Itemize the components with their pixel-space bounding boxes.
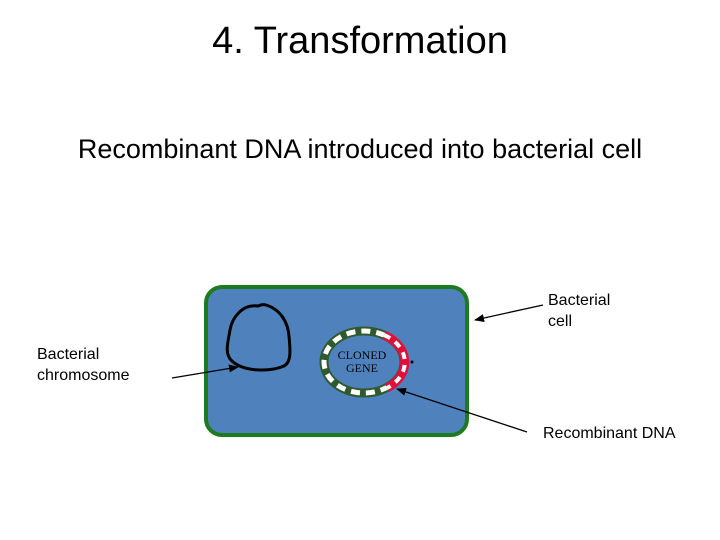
arrow-to-bacterial-cell [474, 304, 544, 322]
bacterial-chromosome [225, 303, 292, 372]
bacterial-chromosome-label-line1: Bacterial [37, 346, 100, 363]
bacterial-chromosome-label: Bacterial chromosome [37, 344, 129, 386]
recombinant-dna-label: Recombinant DNA [543, 425, 676, 442]
cloned-gene-label-line1: CLONED [338, 348, 387, 362]
slide-subtitle: Recombinant DNA introduced into bacteria… [77, 134, 643, 164]
bacterial-cell-label-line2: cell [548, 313, 573, 330]
bacterial-cell-label-line1: Bacterial [548, 292, 611, 309]
recombinant-dna-plasmid [319, 326, 414, 398]
bacterial-chromosome-label-line2: chromosome [37, 367, 130, 384]
slide-title: 4. Transformation [212, 20, 508, 62]
bacterial-cell-label: Bacterial cell [548, 290, 610, 332]
arrow-to-chromosome [171, 364, 239, 379]
arrow-to-recombinant-dna [396, 388, 528, 433]
cloned-gene-label-line2: GENE [346, 361, 378, 375]
